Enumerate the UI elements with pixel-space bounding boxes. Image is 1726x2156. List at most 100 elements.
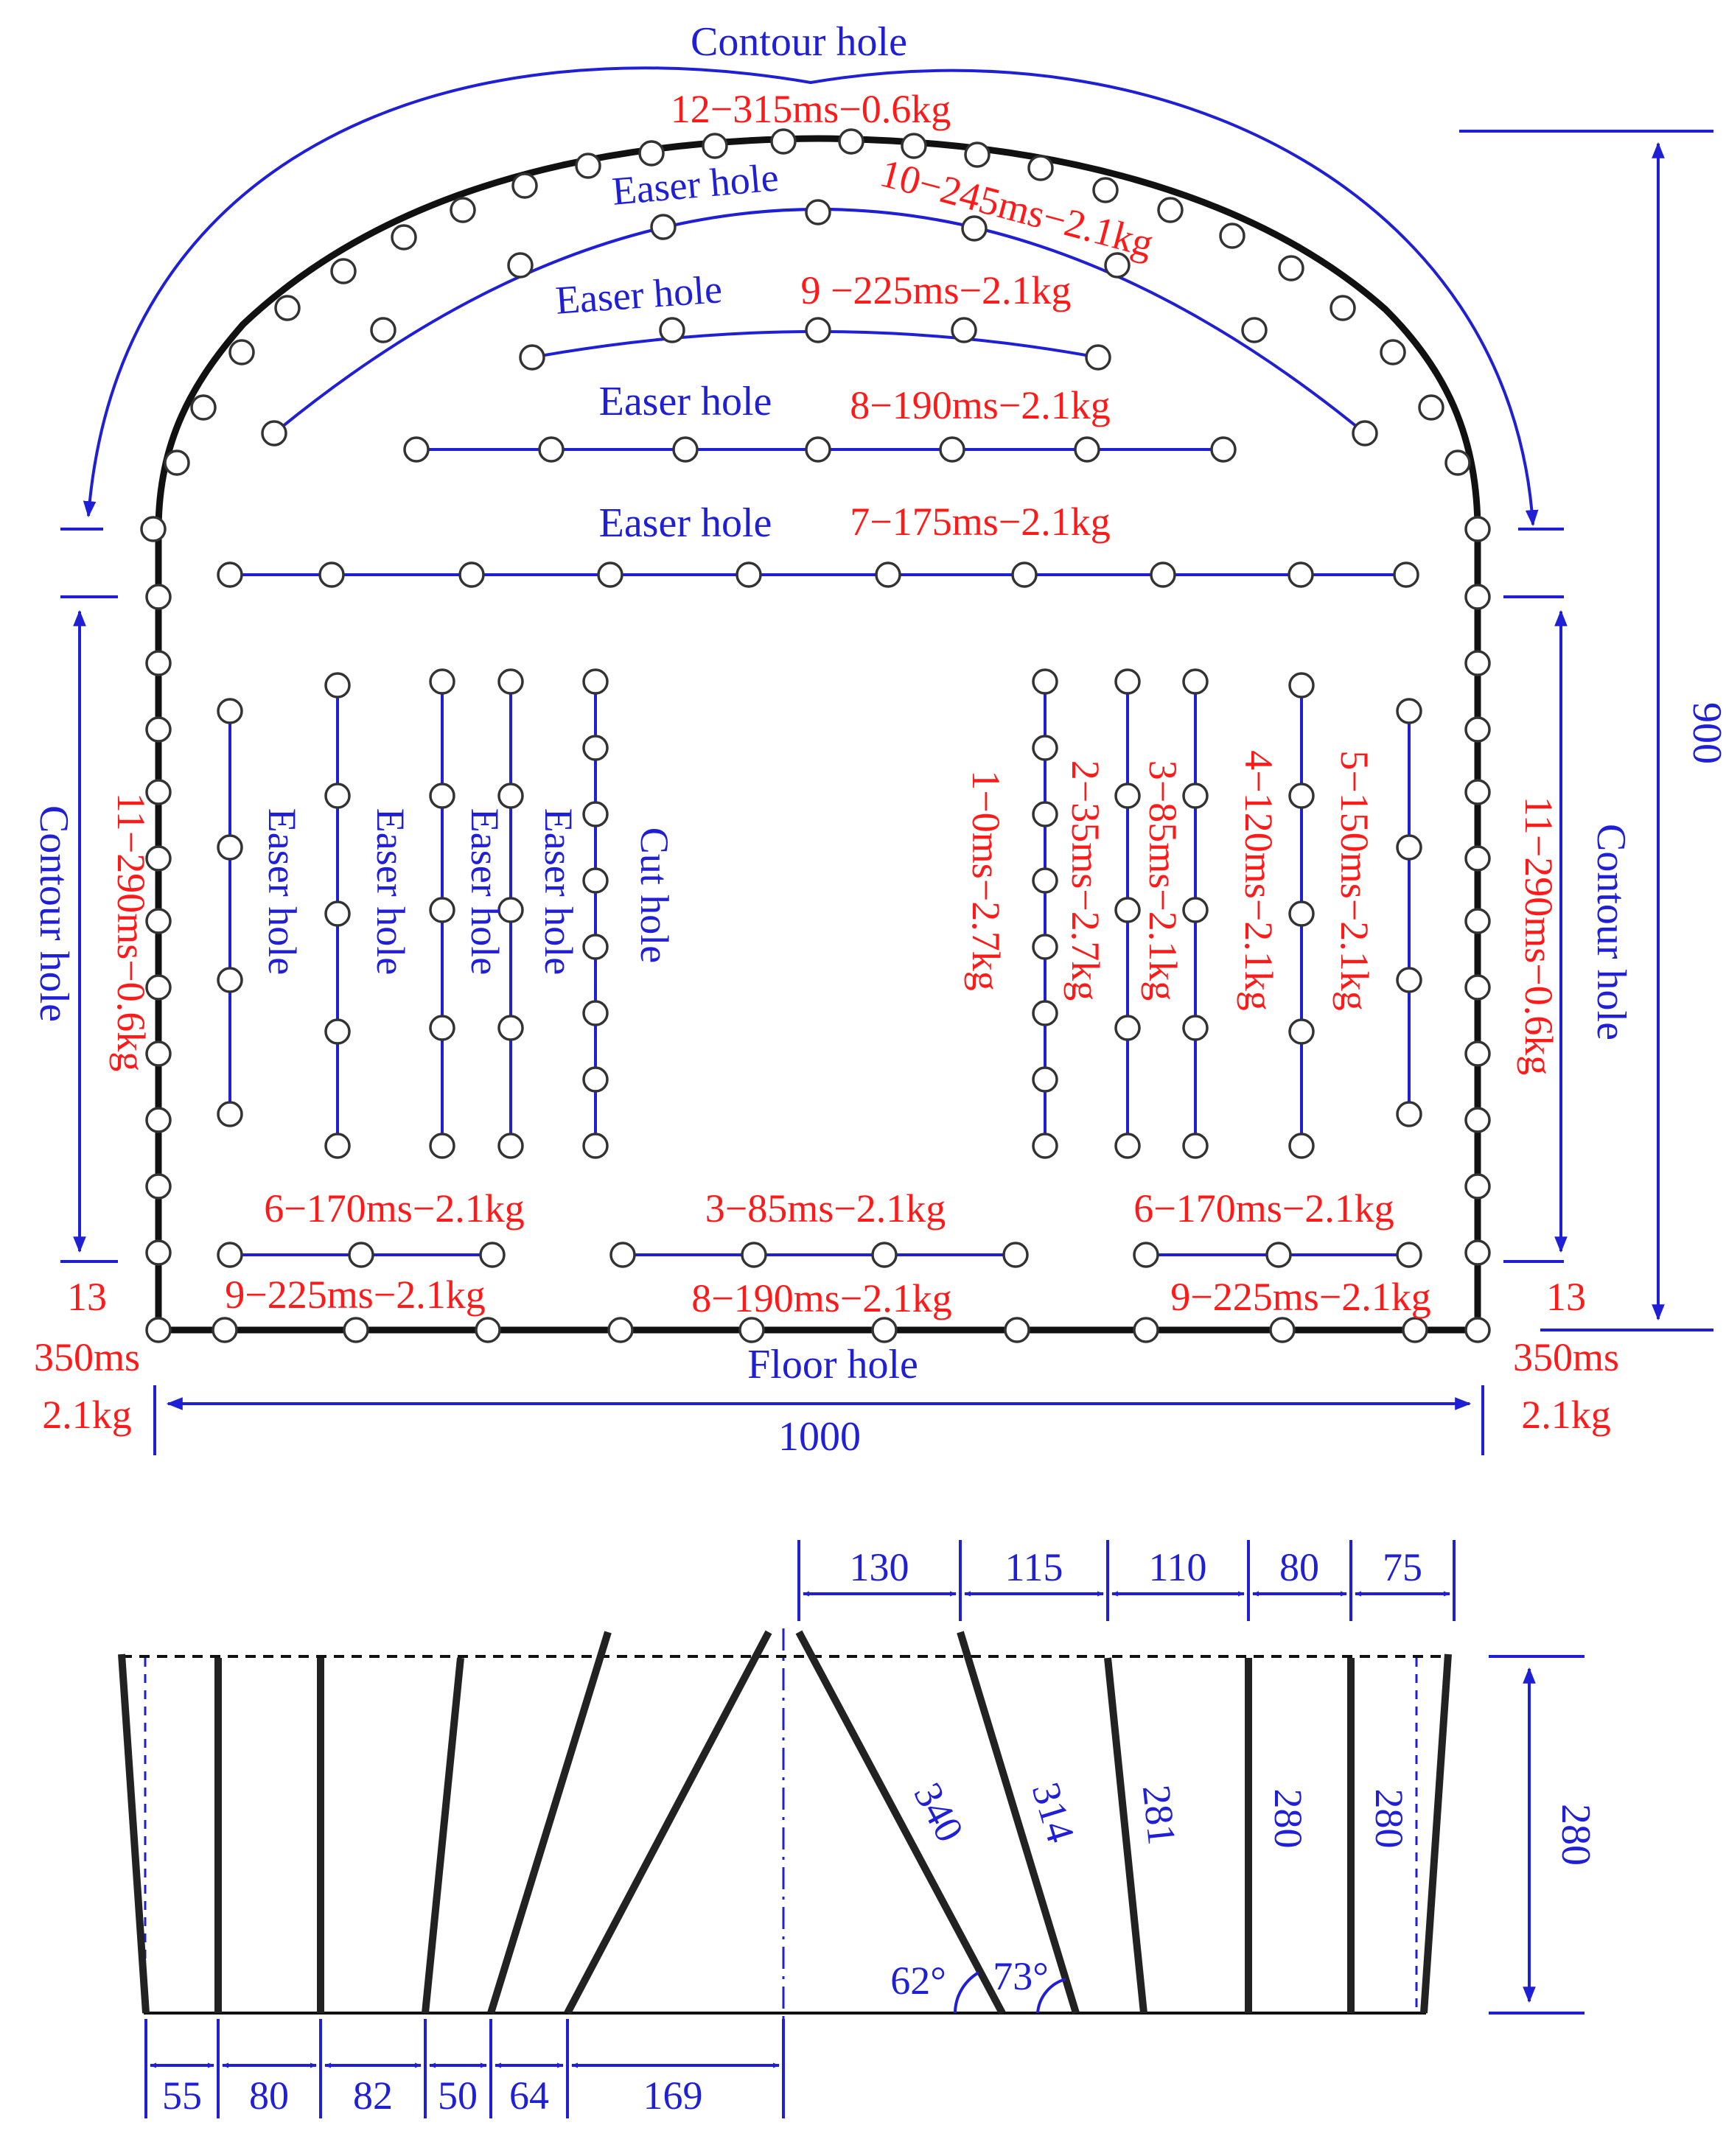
- blast-hole: [770, 128, 797, 155]
- blast-hole: [609, 1242, 636, 1268]
- top-spacing-110: 110: [1149, 1545, 1207, 1589]
- blast-hole: [1287, 561, 1314, 588]
- blast-hole: [324, 1018, 351, 1045]
- blast-hole: [1464, 1040, 1491, 1067]
- label-spec-5: 5−150ms−2.1kg: [1332, 750, 1377, 1010]
- label-easer-10: Easer hole: [610, 155, 780, 214]
- blast-hole: [838, 128, 864, 155]
- label-easer-col-1: Easer hole: [260, 808, 304, 975]
- top-spacing-115: 115: [1005, 1545, 1063, 1589]
- blast-hole: [217, 561, 243, 588]
- label-easer-8: Easer hole: [599, 379, 772, 424]
- label-bottom-left-9: 9−225ms−2.1kg: [225, 1273, 485, 1317]
- blast-hole: [1396, 698, 1422, 724]
- bottom-spacing-55: 55: [162, 2073, 202, 2118]
- blast-hole: [324, 672, 351, 699]
- label-contour-top: Contour hole: [691, 19, 907, 65]
- label-contour-side-right-spec: 11−290ms−0.6kg: [1517, 797, 1561, 1075]
- label-easer-7-spec: 7−175ms−2.1kg: [850, 500, 1110, 544]
- label-bottom-left-6: 6−170ms−2.1kg: [264, 1186, 524, 1231]
- blast-hole: [702, 133, 728, 159]
- blast-hole: [145, 974, 172, 1001]
- blast-hole: [1352, 420, 1378, 447]
- blast-hole: [164, 449, 190, 476]
- hole-right-3: [1104, 1657, 1147, 2014]
- dim-height-text: 900: [1684, 702, 1726, 764]
- label-bottom-mid-3: 3−85ms−2.1kg: [705, 1186, 946, 1231]
- blast-hole: [217, 698, 243, 724]
- blast-hole: [1418, 394, 1444, 421]
- blast-hole: [145, 1317, 172, 1343]
- blast-hole: [261, 420, 287, 447]
- blast-hole: [1464, 908, 1491, 934]
- blast-hole: [1396, 834, 1422, 861]
- label-easer-10-spec: 10−245ms−2.1kg: [876, 150, 1158, 265]
- blast-hole: [324, 783, 351, 809]
- blast-hole: [274, 295, 301, 321]
- hole-left-4: [487, 1631, 612, 2015]
- blast-hole: [324, 1133, 351, 1159]
- blast-hole: [228, 339, 255, 365]
- blast-hole: [429, 897, 455, 923]
- blast-hole: [1210, 436, 1237, 463]
- blast-hole: [638, 140, 665, 167]
- blast-hole: [1104, 252, 1131, 279]
- blast-hole: [1288, 1133, 1315, 1159]
- label-angle-73: 73°: [993, 1954, 1049, 1998]
- label-corner-left-2: 350ms: [34, 1335, 140, 1379]
- blast-hole: [1182, 783, 1209, 809]
- blast-hole: [575, 153, 601, 179]
- label-length-314: 314: [1024, 1777, 1083, 1847]
- blast-hole: [1032, 735, 1058, 761]
- blast-hole: [1393, 561, 1419, 588]
- blast-hole: [145, 1239, 172, 1266]
- blast-hole: [961, 215, 988, 242]
- blast-hole: [1114, 897, 1141, 923]
- blast-hole: [403, 436, 430, 463]
- blast-hole: [1011, 561, 1038, 588]
- blast-hole: [672, 436, 699, 463]
- hole-left-contour: [118, 1653, 150, 2014]
- label-easer-col-4: Easer hole: [537, 808, 581, 975]
- blast-hole: [538, 436, 565, 463]
- blast-hole: [805, 436, 831, 463]
- blast-hole: [145, 1173, 172, 1200]
- dim-depth-text: 280: [1553, 1804, 1599, 1866]
- top-spacing-dims: [797, 1540, 1456, 1621]
- label-corner-right-1: 13: [1546, 1275, 1586, 1319]
- label-bottom-right-6: 6−170ms−2.1kg: [1133, 1186, 1394, 1231]
- label-easer-col-2: Easer hole: [368, 808, 413, 975]
- blast-hole: [1074, 436, 1100, 463]
- label-corner-left-3: 2.1kg: [42, 1393, 132, 1437]
- label-length-280b: 280: [1367, 1789, 1411, 1849]
- blast-hole: [212, 1317, 238, 1343]
- blast-hole: [1396, 967, 1422, 993]
- label-spec-3: 3−85ms−2.1kg: [1141, 760, 1185, 1001]
- blast-holes: [140, 128, 1491, 1343]
- blast-hole: [479, 1242, 506, 1268]
- blast-hole: [1396, 1242, 1422, 1268]
- blast-hole: [140, 516, 167, 542]
- blast-hole: [1288, 900, 1315, 927]
- dim-width-text: 1000: [778, 1414, 861, 1460]
- bottom-spacing-64: 64: [509, 2073, 549, 2118]
- blast-hole: [511, 172, 538, 199]
- label-easer-col-3: Easer hole: [463, 808, 507, 975]
- label-cut-hole: Cut hole: [632, 827, 677, 964]
- blast-hole: [1032, 1000, 1058, 1026]
- blast-hole: [1182, 897, 1209, 923]
- blast-hole: [736, 561, 762, 588]
- label-length-280a: 280: [1266, 1789, 1310, 1849]
- label-spec-2: 2−35ms−2.7kg: [1063, 760, 1108, 1001]
- angle-arc-73: [1036, 1978, 1066, 2014]
- section-drill-holes: [118, 1630, 1452, 2015]
- blast-hole: [1150, 561, 1176, 588]
- blast-hole: [1464, 974, 1491, 1001]
- blast-hole: [1133, 1242, 1159, 1268]
- blast-hole: [145, 779, 172, 805]
- hole-left-cut: [564, 1630, 772, 2015]
- blast-hole: [1032, 867, 1058, 894]
- blast-hole: [1402, 1317, 1428, 1343]
- label-corner-right-2: 350ms: [1513, 1335, 1619, 1379]
